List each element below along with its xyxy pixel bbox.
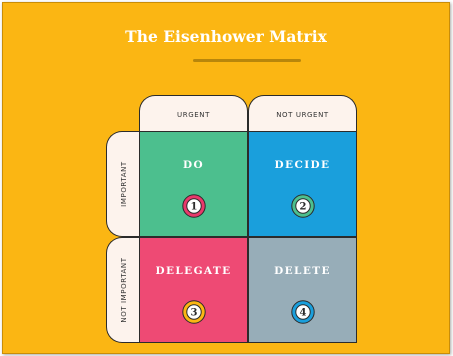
quadrant-decide: DECIDE 2 bbox=[248, 131, 357, 237]
badge-3-number: 3 bbox=[190, 308, 197, 319]
row-header-important-label: IMPORTANT bbox=[120, 161, 128, 207]
column-header-not-urgent: NOT URGENT bbox=[248, 95, 357, 133]
quadrant-delegate: DELEGATE 3 bbox=[139, 237, 248, 343]
quadrant-do-label: DO bbox=[182, 159, 205, 171]
quadrant-delete: DELETE 4 bbox=[248, 237, 357, 343]
quadrant-delegate-label: DELEGATE bbox=[155, 265, 232, 277]
row-header-not-important: NOT IMPORTANT bbox=[106, 237, 141, 343]
title-underline bbox=[193, 59, 301, 62]
number-badge-1-icon: 1 bbox=[181, 194, 206, 218]
row-header-not-important-label: NOT IMPORTANT bbox=[120, 257, 128, 323]
number-badge-3-icon: 3 bbox=[181, 300, 206, 324]
eisenhower-matrix-card: The Eisenhower Matrix URGENT NOT URGENT … bbox=[2, 2, 450, 354]
column-header-urgent: URGENT bbox=[139, 95, 248, 133]
badge-2-number: 2 bbox=[299, 202, 306, 213]
number-badge-4-icon: 4 bbox=[290, 300, 315, 324]
badge-1-number: 1 bbox=[190, 202, 197, 213]
quadrant-delete-label: DELETE bbox=[274, 265, 331, 277]
quadrant-do: DO 1 bbox=[139, 131, 248, 237]
quadrant-decide-label: DECIDE bbox=[274, 159, 331, 171]
badge-4-number: 4 bbox=[299, 308, 306, 319]
row-header-important: IMPORTANT bbox=[106, 131, 141, 237]
number-badge-2-icon: 2 bbox=[290, 194, 315, 218]
page-title: The Eisenhower Matrix bbox=[125, 27, 327, 46]
